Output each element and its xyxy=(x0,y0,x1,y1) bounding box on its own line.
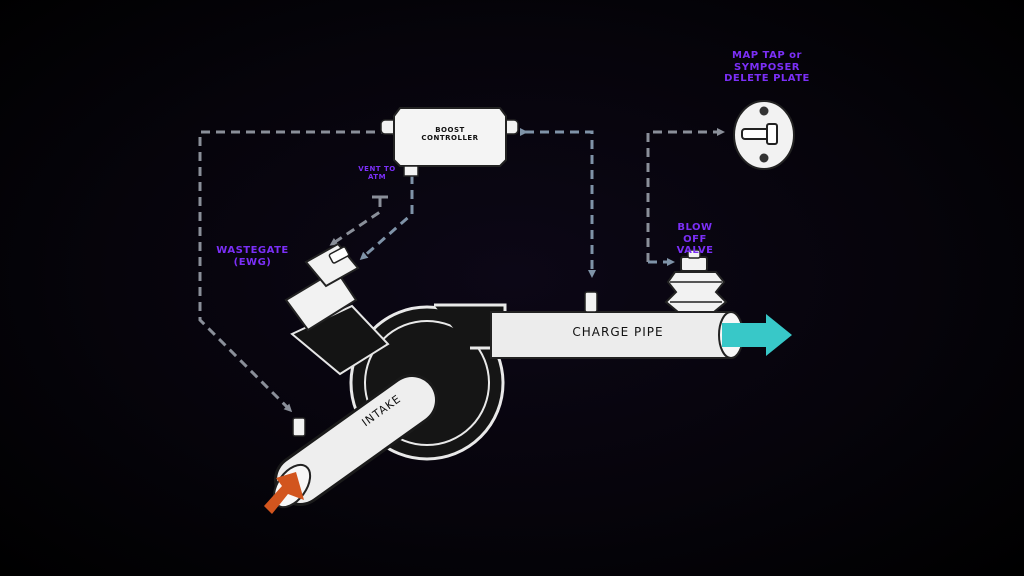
boost-controller xyxy=(380,107,519,177)
outlet-arrow xyxy=(722,314,792,356)
vent-label: VENT TO ATM xyxy=(358,165,396,182)
charge-pipe-signal-line xyxy=(520,128,596,278)
inlet-arrow xyxy=(264,472,304,514)
charge-pipe xyxy=(490,291,744,359)
wastegate-signal-line xyxy=(198,128,395,413)
intake-pipe xyxy=(272,374,438,509)
map-tap-plate xyxy=(733,100,795,170)
map-tap-label: MAP TAP or SYMPOSER DELETE PLATE xyxy=(724,50,810,84)
wastegate-label: WASTEGATE (EWG) xyxy=(216,245,289,268)
vent-line xyxy=(329,198,382,246)
charge-pipe-label: CHARGE PIPE xyxy=(572,325,664,339)
boost-controller-label: BOOST CONTROLLER xyxy=(421,126,479,143)
wastegate xyxy=(284,242,390,376)
blow-off-label: BLOW OFF VALVE xyxy=(676,222,714,256)
controller-wastegate-line xyxy=(359,170,416,260)
